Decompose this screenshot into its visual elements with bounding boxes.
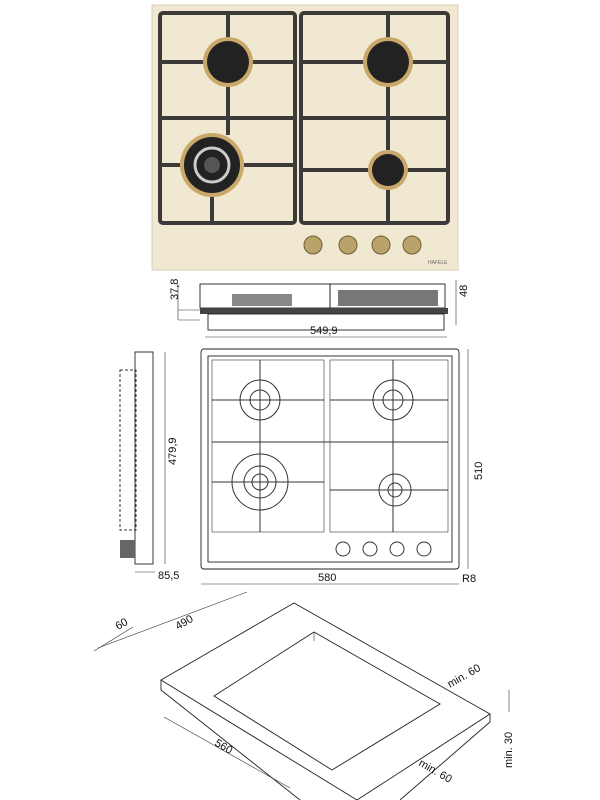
height-label: 510 [473,462,485,480]
cutout-diagram: 60 490 560 min. 60 min. 60 min. 30 [93,591,515,800]
radius-label: R8 [462,573,476,585]
depth-label: 479,9 [167,437,179,465]
cutout-depth-label: 490 [174,613,196,633]
burner-wok [180,133,244,197]
front-margin-label: 60 [114,616,131,633]
brand-logo: HAFELE [428,260,448,266]
width-label: 580 [318,572,336,584]
side-total-height-label: 48 [458,285,470,297]
side-depth-label: 85,5 [158,570,179,582]
knob-4 [402,235,422,255]
cutout-width-label: 560 [213,737,235,757]
profile-view: 479,9 85,5 [119,351,179,582]
knob-outline-4 [416,541,432,557]
product-photo: HAFELE [151,4,459,271]
thickness-min-label: min. 30 [503,732,515,768]
knob-outline-2 [362,541,378,557]
back-min-label: min. 60 [446,662,483,690]
side-height-label: 37,8 [169,279,181,300]
side-view: 37,8 48 549,9 [169,279,470,338]
pan-support-grate [158,11,450,225]
side-width-label: 549,9 [310,325,338,337]
burner-top-left [203,37,253,87]
knob-2 [338,235,358,255]
burner-small [368,150,408,190]
knob-3 [371,235,391,255]
control-knobs [303,235,422,255]
top-view: 510 580 R8 [200,348,485,585]
knob-outline-1 [335,541,351,557]
knob-outline-3 [389,541,405,557]
knob-1 [303,235,323,255]
burner-top-right [363,37,413,87]
